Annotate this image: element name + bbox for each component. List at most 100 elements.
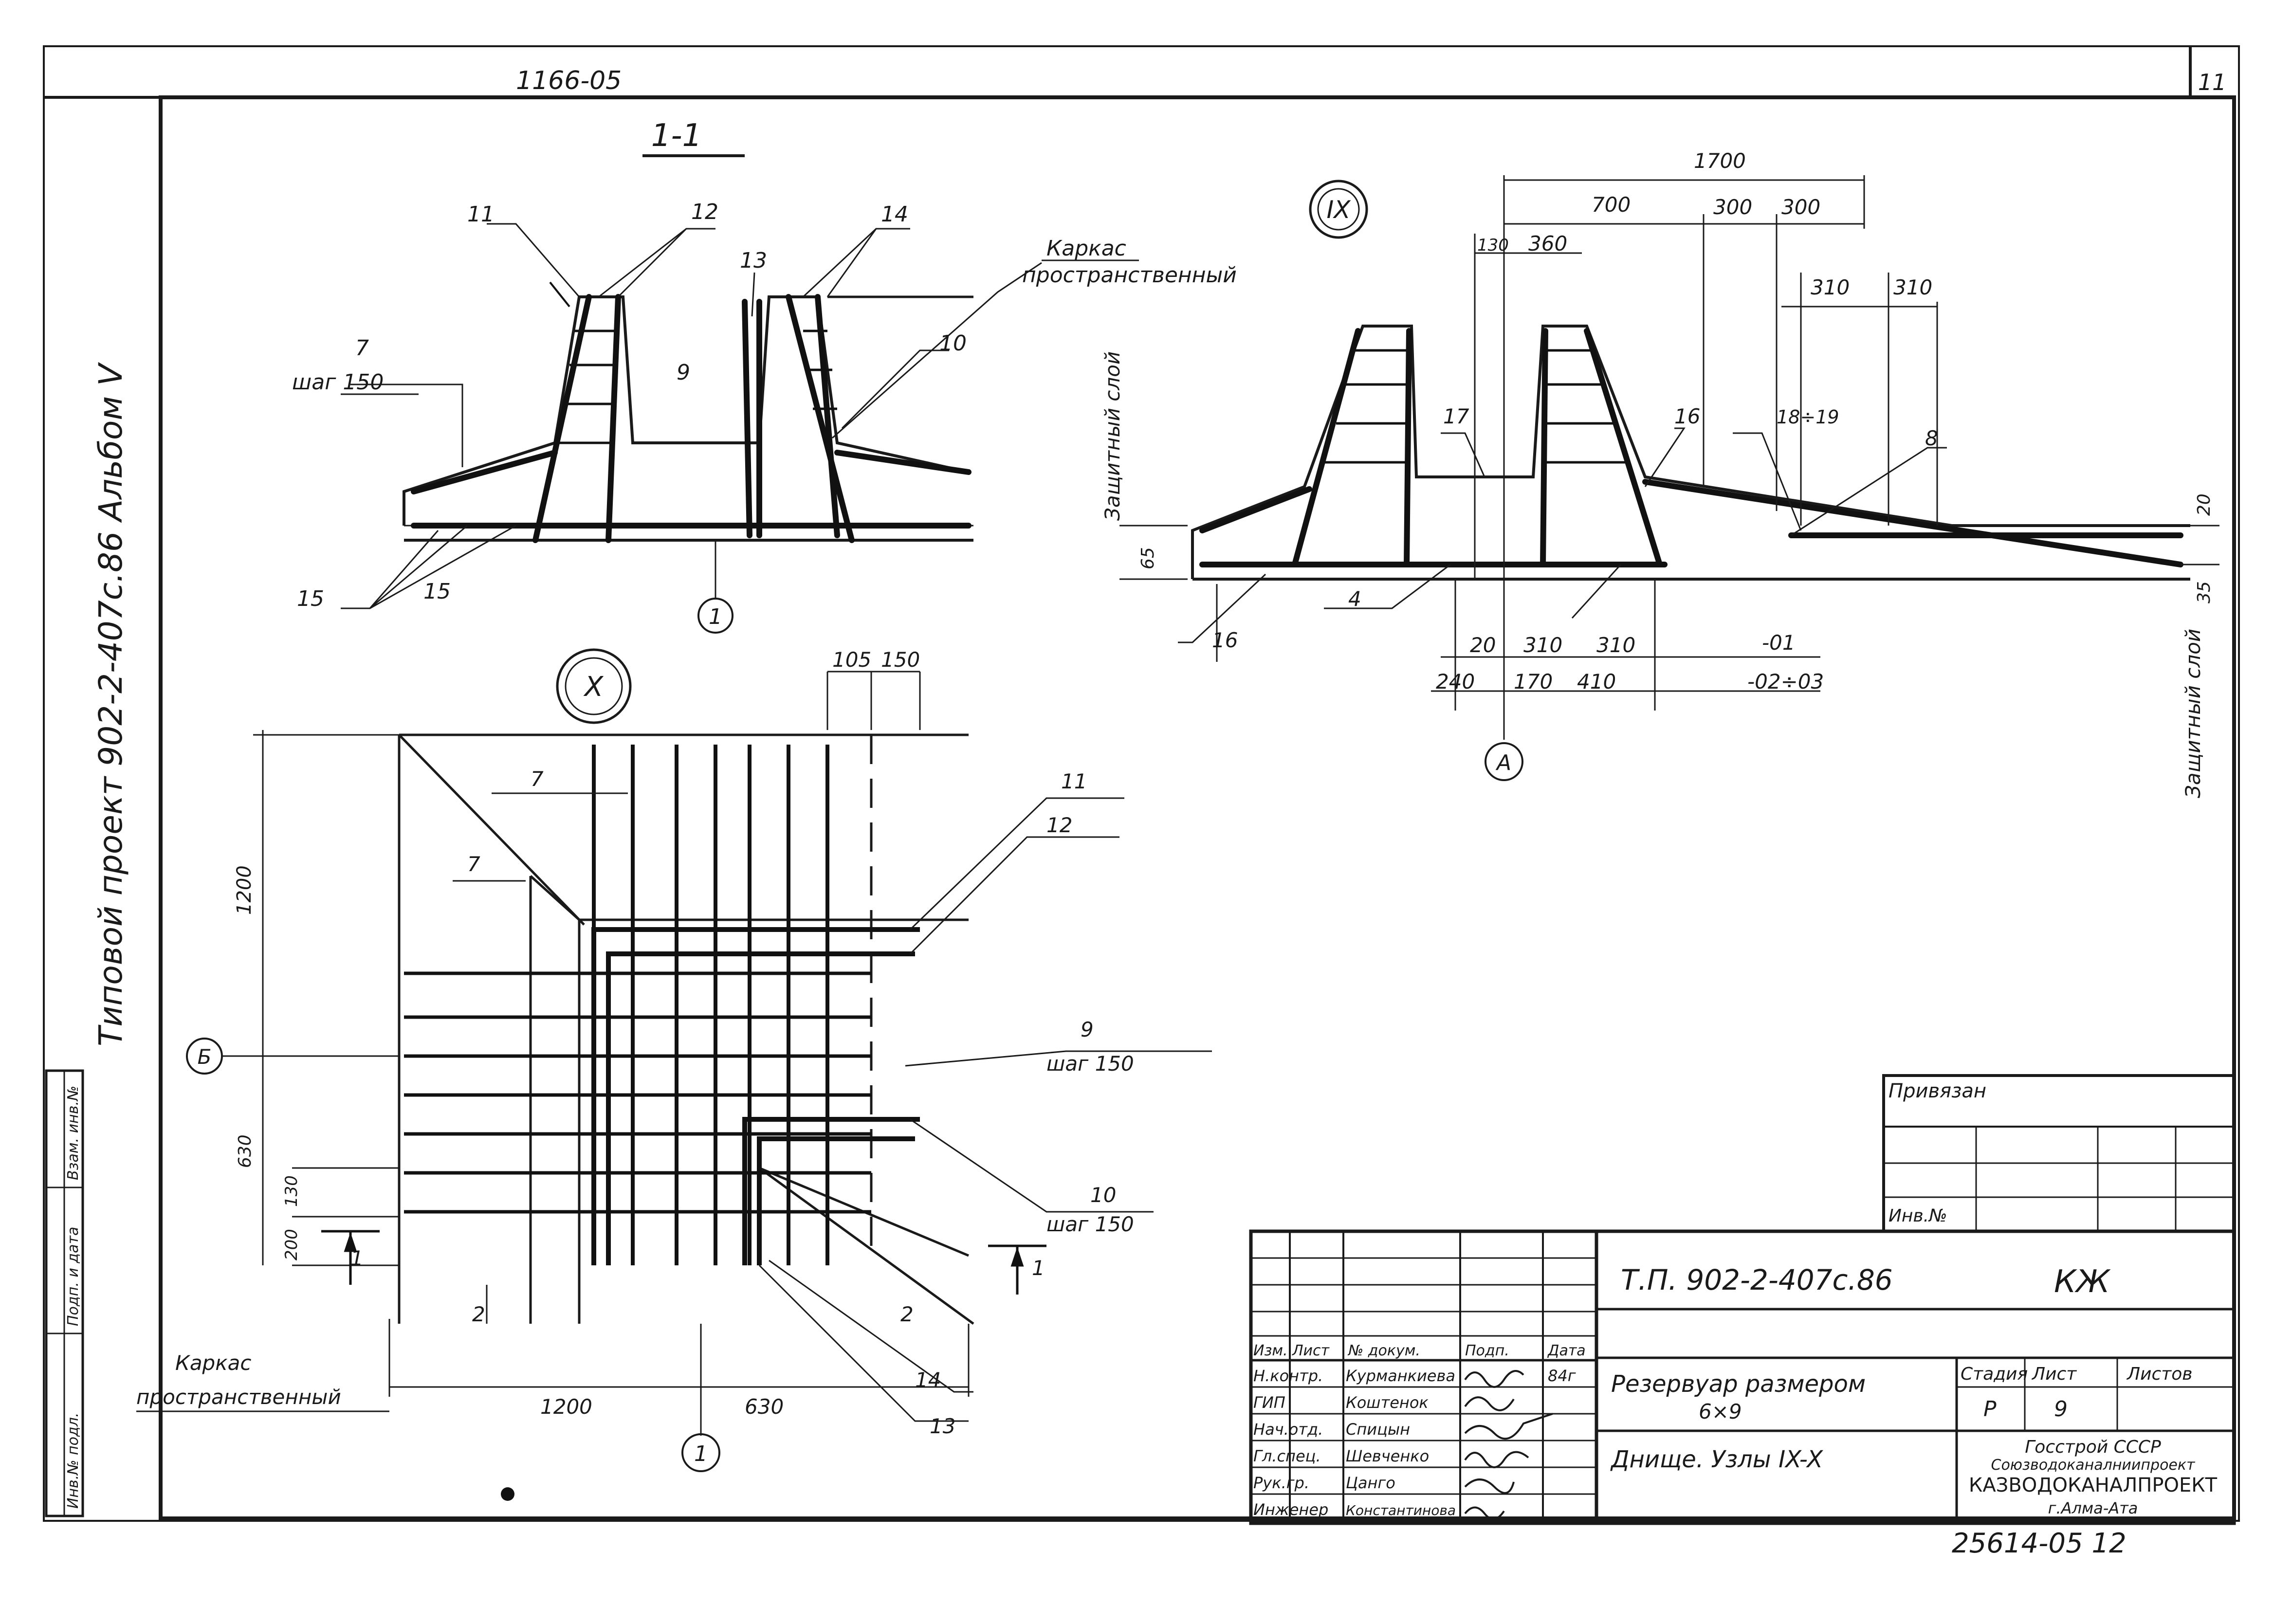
pos-14: 14 bbox=[881, 202, 908, 227]
date-value: 84г bbox=[1548, 1367, 1576, 1385]
col-date: Дата bbox=[1547, 1342, 1586, 1359]
node-X: X bbox=[136, 648, 1212, 1472]
pos-10-x: 10 bbox=[1090, 1183, 1116, 1207]
bottom-number: 25614-05 12 bbox=[1952, 1528, 2127, 1559]
pos-16b: 16 bbox=[1212, 628, 1238, 652]
dim-35: 35 bbox=[2194, 581, 2214, 603]
node-X-mark: X bbox=[583, 671, 604, 703]
step-7: шаг 150 bbox=[292, 370, 384, 395]
org-line-2: Союзводоканалниипроект bbox=[1991, 1457, 2196, 1474]
svg-text:1: 1 bbox=[709, 604, 722, 629]
col-sign: Подп. bbox=[1465, 1342, 1509, 1359]
org-line-4: г.Алма-Ата bbox=[2048, 1499, 2138, 1517]
ink-dot bbox=[501, 1487, 514, 1501]
pos-11-x: 11 bbox=[1061, 769, 1087, 793]
step-9: шаг 150 bbox=[1046, 1052, 1134, 1076]
desc-line-2: 6×9 bbox=[1699, 1400, 1742, 1423]
karkas-label-1: Каркас bbox=[1046, 236, 1126, 261]
pos-15a: 15 bbox=[297, 586, 324, 611]
project-code: Т.П. 902-2-407с.86 bbox=[1621, 1263, 1893, 1296]
dim-630-h: 630 bbox=[745, 1395, 784, 1419]
stage-header: Стадия bbox=[1961, 1364, 2028, 1384]
dim-630-v: 630 bbox=[235, 1134, 255, 1168]
svg-text:Б: Б bbox=[198, 1045, 212, 1069]
desc-line-3: Днище. Узлы IX-X bbox=[1610, 1446, 1823, 1473]
role-5: Рук.гр. bbox=[1253, 1474, 1309, 1492]
strip-cell-2: Подп. и дата bbox=[65, 1227, 82, 1326]
dim-310a: 310 bbox=[1811, 275, 1850, 299]
desc-line-1: Резервуар размером bbox=[1611, 1370, 1866, 1398]
dim-1700: 1700 bbox=[1694, 149, 1746, 173]
dim-200-v: 200 bbox=[282, 1229, 301, 1260]
dim-300b: 300 bbox=[1781, 195, 1820, 219]
pos-12: 12 bbox=[691, 200, 718, 224]
pos-11: 11 bbox=[467, 202, 495, 227]
svg-text:1: 1 bbox=[694, 1442, 708, 1466]
left-strip: Инв.№ подл. Подп. и дата Взам. инв.№ bbox=[45, 1069, 84, 1517]
pos-7b: 7 bbox=[467, 852, 480, 876]
name-5: Цанго bbox=[1346, 1474, 1395, 1492]
pos-7a: 7 bbox=[531, 767, 544, 791]
name-6: Константинова bbox=[1346, 1502, 1456, 1518]
sheet-box-number: 11 bbox=[2198, 69, 2227, 95]
protective-layer-left: Защитный слой bbox=[1100, 351, 1124, 521]
karkas-x-2: пространственный bbox=[136, 1385, 341, 1409]
dim-1200-v: 1200 bbox=[233, 865, 256, 915]
pos-9-x: 9 bbox=[1081, 1018, 1094, 1041]
role-4: Гл.спец. bbox=[1253, 1447, 1321, 1465]
name-4: Шевченко bbox=[1346, 1447, 1429, 1465]
dim-1200-h: 1200 bbox=[540, 1395, 592, 1419]
karkas-x-1: Каркас bbox=[175, 1351, 251, 1375]
dim-150: 150 bbox=[881, 648, 920, 672]
dim-130: 130 bbox=[1477, 236, 1509, 255]
strip-cell-3: Взам. инв.№ bbox=[65, 1086, 82, 1180]
side-title: Типовой проект 902-2-407с.86 Альбом V bbox=[92, 362, 129, 1046]
strip-cell-1: Инв.№ подл. bbox=[65, 1413, 82, 1509]
dim-65: 65 bbox=[1138, 547, 1158, 569]
name-1: Курманкиева bbox=[1346, 1367, 1455, 1385]
role-2: ГИП bbox=[1253, 1393, 1285, 1412]
col-list: Лист bbox=[1292, 1342, 1330, 1359]
axis-1-bubble-top: 1 bbox=[697, 598, 733, 634]
section-title: 1-1 bbox=[651, 118, 702, 154]
doc-kind: КЖ bbox=[2054, 1264, 2111, 1300]
mark-02-03: -02÷03 bbox=[1747, 670, 1824, 693]
two-1: 2 bbox=[472, 1302, 485, 1326]
pos-15b: 15 bbox=[423, 579, 451, 604]
signature-scribbles bbox=[1464, 1370, 1553, 1520]
dim-310d: 310 bbox=[1596, 633, 1635, 657]
dim-310b: 310 bbox=[1893, 275, 1932, 299]
pos-8: 8 bbox=[1925, 426, 1938, 450]
karkas-label-2: пространственный bbox=[1022, 263, 1237, 288]
pos-4: 4 bbox=[1348, 587, 1361, 611]
dim-310c: 310 bbox=[1523, 633, 1562, 657]
sheet-header: Лист bbox=[2031, 1364, 2077, 1384]
pos-17: 17 bbox=[1443, 404, 1469, 428]
pos-14-x: 14 bbox=[915, 1368, 941, 1392]
col-doc: № докум. bbox=[1347, 1342, 1420, 1359]
protective-layer-right: Защитный слой bbox=[2181, 629, 2205, 798]
sheet-frame: 1166-05 11 bbox=[43, 45, 2240, 1522]
axis-1-bubble-bottom: 1 bbox=[681, 1433, 720, 1472]
sheet-value: 9 bbox=[2054, 1397, 2068, 1422]
role-1: Н.контр. bbox=[1253, 1367, 1323, 1385]
dim-20: 20 bbox=[1470, 633, 1496, 657]
title-block: Изм. Лист № докум. Подп. Дата Н.контр. К… bbox=[1249, 1229, 2236, 1525]
axis-B-bubble: Б bbox=[186, 1038, 253, 1075]
name-3: Спицын bbox=[1346, 1420, 1410, 1439]
pos-18-19: 18÷19 bbox=[1777, 406, 1839, 428]
axis-A-bubble: A bbox=[1485, 742, 1523, 781]
pos-12-x: 12 bbox=[1046, 813, 1072, 837]
pos-10: 10 bbox=[939, 331, 967, 356]
name-2: Коштенок bbox=[1346, 1393, 1429, 1412]
binding-title: Привязан bbox=[1889, 1080, 1986, 1102]
mark-01: -01 bbox=[1762, 631, 1796, 655]
sheets-header: Листов bbox=[2126, 1364, 2192, 1384]
col-izm: Изм. bbox=[1253, 1342, 1288, 1359]
node-IX-mark: IX bbox=[1327, 196, 1352, 224]
binding-inv: Инв.№ bbox=[1889, 1206, 1947, 1226]
pos-16: 16 bbox=[1674, 404, 1700, 428]
step-10: шаг 150 bbox=[1046, 1212, 1134, 1236]
dim-240: 240 bbox=[1436, 670, 1475, 693]
